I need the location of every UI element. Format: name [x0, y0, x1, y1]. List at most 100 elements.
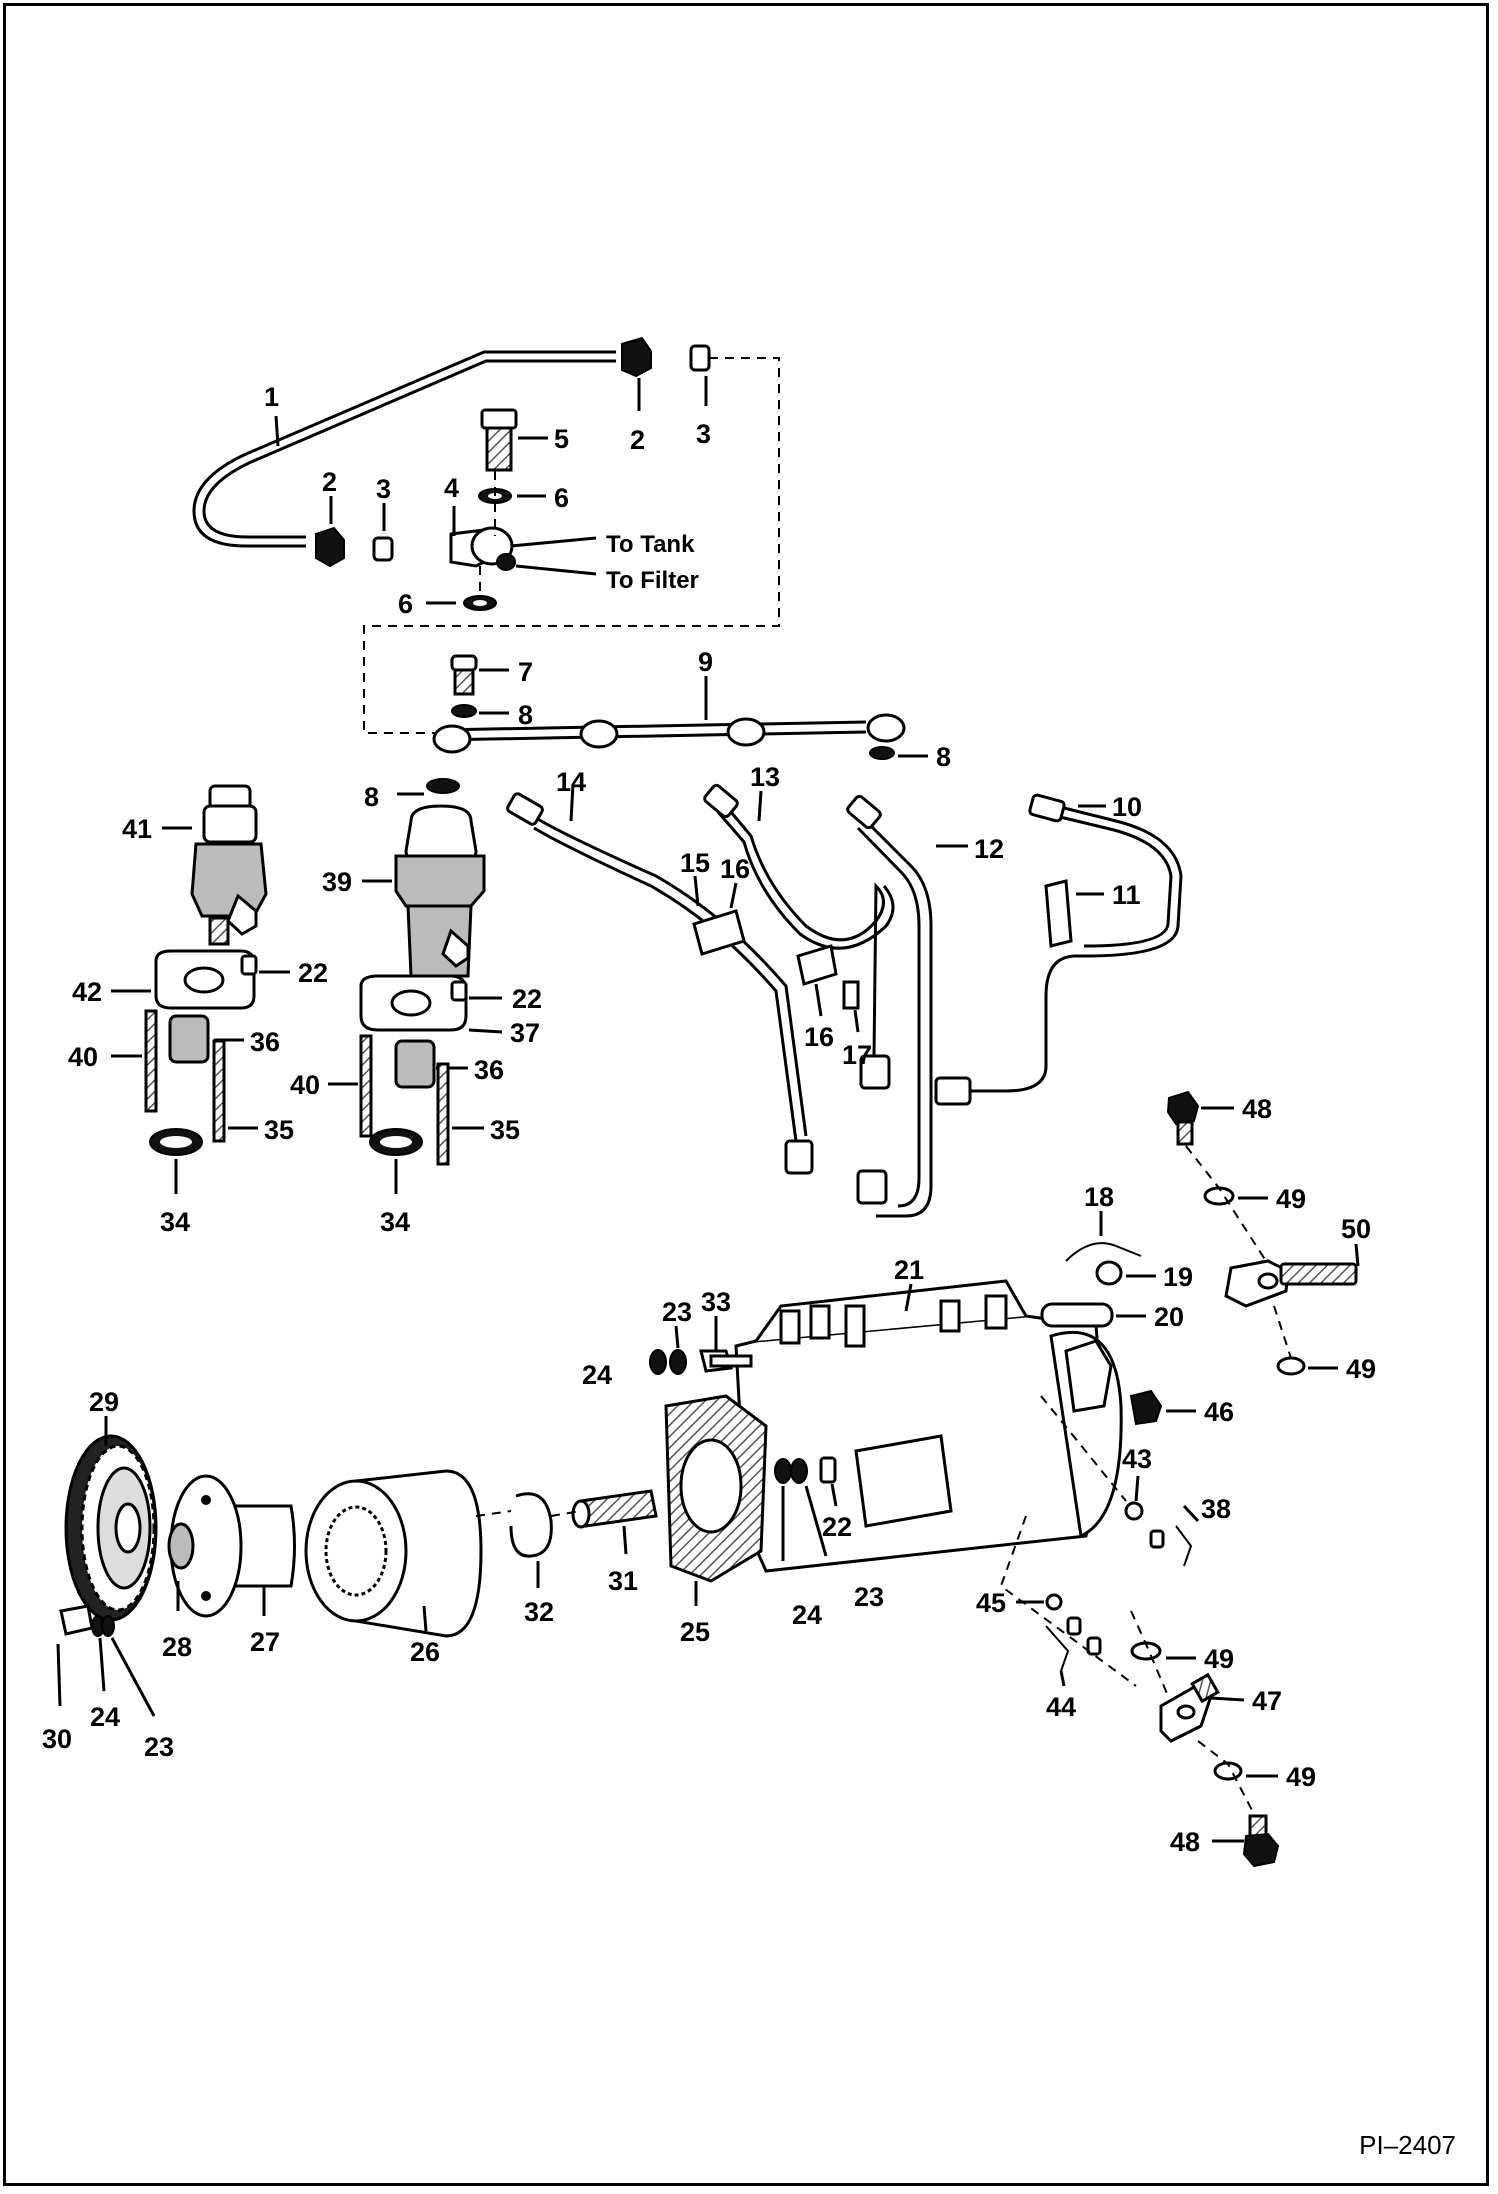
- callout-48-bottom: 48: [1170, 1827, 1200, 1857]
- callout-14: 14: [556, 767, 586, 797]
- callout-26: 26: [410, 1637, 440, 1667]
- callout-42: 42: [72, 977, 102, 1007]
- part-8-washer-c: [426, 778, 460, 794]
- callout-31: 31: [608, 1566, 638, 1596]
- part-19-bush: [1095, 1260, 1123, 1286]
- pump-governor-fitting: [1064, 1339, 1113, 1413]
- callout-20: 20: [1154, 1302, 1184, 1332]
- part-31-drive-shaft: [579, 1489, 658, 1528]
- part-38-bracket: [1175, 1525, 1193, 1567]
- callout-50: 50: [1341, 1214, 1371, 1244]
- part-35-stud-left: [212, 1039, 226, 1143]
- callout-5: 5: [554, 424, 569, 454]
- part-44-screw: [1066, 1616, 1082, 1636]
- part-43-plug: [1124, 1501, 1144, 1521]
- leader-22-pump: [830, 1483, 838, 1507]
- part-24-washer-top: [649, 1349, 667, 1375]
- leak-off-eye-2: [579, 719, 619, 749]
- callout-19: 19: [1163, 1262, 1193, 1292]
- callout-44: 44: [1046, 1692, 1076, 1722]
- leak-off-eye-3: [726, 717, 766, 747]
- callout-23-top: 23: [662, 1297, 692, 1327]
- callout-8-a: 8: [518, 700, 533, 730]
- fitting-assembly: [1130, 1090, 1360, 1868]
- part-14-injection-line: [535, 816, 808, 1137]
- part-48-bolt-bottom: [1242, 1832, 1280, 1868]
- callout-29: 29: [89, 1387, 119, 1417]
- callout-10: 10: [1112, 792, 1142, 822]
- callout-22-pump: 22: [822, 1512, 852, 1542]
- fuel-injection-pump-exploded-view: 1 2 3 2 3 4 5 6 6 To Tank To Filter 7 8 …: [42, 336, 1376, 1868]
- part-22-nut-right: [450, 980, 468, 1002]
- callout-24-top: 24: [582, 1360, 612, 1390]
- part-10-fitting-top: [1028, 793, 1066, 823]
- callout-40-left: 40: [68, 1042, 98, 1072]
- callout-11: 11: [1112, 880, 1141, 910]
- callout-49-low: 49: [1204, 1644, 1234, 1674]
- return-fuel-line-assembly: [192, 336, 780, 734]
- leak-off-line-assembly: [397, 654, 928, 796]
- delivery-valve-5: [984, 1294, 1008, 1330]
- leak-off-eye-4: [866, 713, 906, 743]
- part-35-stud-right: [436, 1062, 450, 1166]
- callout-16-upper: 16: [720, 854, 750, 884]
- part-12-fitting-top: [846, 794, 882, 830]
- part-7-bolt-head: [450, 654, 478, 672]
- leader-to-filter: [515, 564, 597, 576]
- part-32-circlip: [509, 1492, 553, 1558]
- part-10-fitting-bottom: [934, 1076, 972, 1106]
- callout-49-bottom: 49: [1286, 1762, 1316, 1792]
- callout-28: 28: [162, 1632, 192, 1662]
- part-23-washer-top: [669, 1349, 687, 1375]
- callout-6-bottom: 6: [398, 589, 413, 619]
- part-49-washer-mid: [1276, 1356, 1306, 1376]
- leader-24-gear: [98, 1637, 106, 1692]
- callout-36-right: 36: [474, 1055, 504, 1085]
- callout-25: 25: [680, 1617, 710, 1647]
- part-9-leak-off-line: [437, 720, 867, 732]
- part-36-adapter-right: [394, 1039, 436, 1089]
- delivery-valve-3: [844, 1304, 866, 1348]
- callout-49-top: 49: [1276, 1184, 1306, 1214]
- callout-2-top: 2: [630, 425, 645, 455]
- part-10-injection-line: [966, 804, 1183, 1093]
- leader-23-top: [674, 1325, 680, 1349]
- callout-24-mid: 24: [792, 1600, 822, 1630]
- callout-37: 37: [510, 1018, 540, 1048]
- callout-labels: 1 2 3 2 3 4 5 6 6 To Tank To Filter 7 8 …: [42, 382, 1376, 1857]
- part-23-washer-gear: [101, 1615, 115, 1637]
- dashed-connection-line: [363, 357, 780, 734]
- part-18-spring: [1065, 1242, 1142, 1262]
- delivery-valve-2: [809, 1304, 831, 1340]
- part-3-sleeve-left: [372, 536, 394, 562]
- part-39-outlet: [441, 928, 470, 968]
- part-8-washer-a: [451, 704, 477, 718]
- callout-23-gear: 23: [144, 1732, 174, 1762]
- leader-16-lower: [814, 983, 823, 1017]
- delivery-valve-1: [779, 1309, 801, 1345]
- callout-7: 7: [518, 657, 533, 687]
- part-1-return-line: [192, 350, 616, 548]
- injection-lines: [506, 783, 1183, 1218]
- callout-15: 15: [680, 848, 710, 878]
- callout-23-mid: 23: [854, 1582, 884, 1612]
- callout-40-right: 40: [290, 1070, 320, 1100]
- callout-34-left: 34: [160, 1207, 190, 1237]
- part-45-washer: [1045, 1593, 1063, 1611]
- part-8-washer-b: [869, 746, 895, 760]
- leader-26: [422, 1605, 428, 1632]
- part-41-tip: [208, 916, 230, 946]
- callout-17: 17: [842, 1040, 872, 1070]
- part-23-washer-mid: [790, 1458, 808, 1484]
- figure-code: PI–2407: [1359, 2130, 1456, 2160]
- part-11-clamp: [1044, 879, 1073, 948]
- leader-47: [1210, 1696, 1245, 1702]
- callout-39: 39: [322, 867, 352, 897]
- part-44-bracket: [1045, 1625, 1070, 1672]
- callout-2-left: 2: [322, 467, 337, 497]
- part-40-stud-right: [359, 1034, 373, 1138]
- part-5-bolt-head: [480, 408, 518, 430]
- leader-44: [1059, 1670, 1066, 1687]
- leader-21: [904, 1283, 913, 1312]
- part-38-screw: [1149, 1529, 1165, 1549]
